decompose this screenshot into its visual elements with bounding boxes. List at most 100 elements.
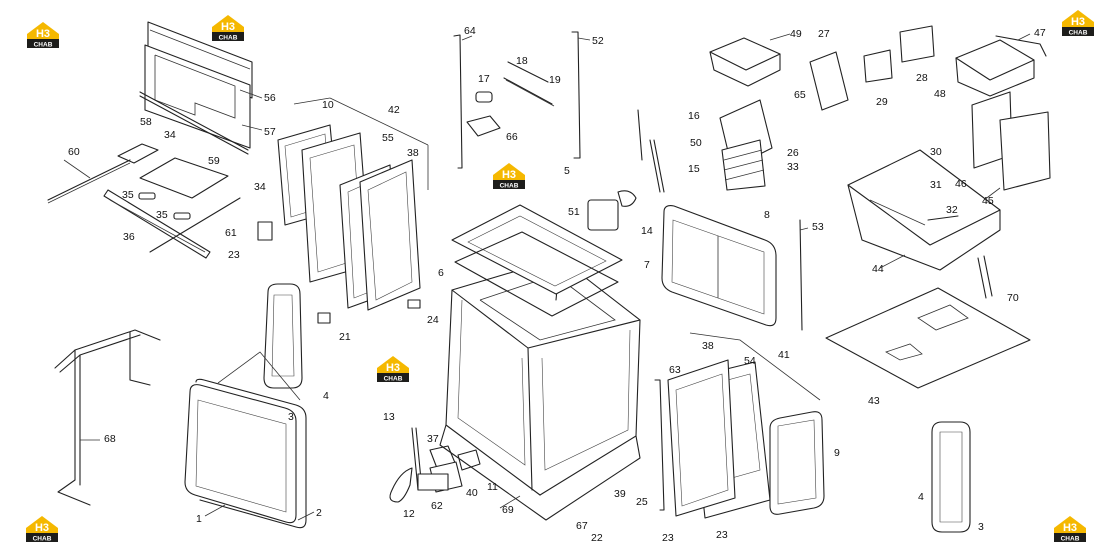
- label-24: 24: [427, 314, 439, 326]
- label-64: 64: [464, 25, 476, 37]
- label-44: 44: [872, 263, 884, 275]
- label-5: 5: [564, 165, 570, 177]
- label-12: 12: [403, 508, 415, 520]
- label-51: 51: [568, 206, 580, 218]
- label-23c: 23: [716, 529, 728, 541]
- label-16: 16: [688, 110, 700, 122]
- label-30: 30: [930, 146, 942, 158]
- label-69: 69: [502, 504, 514, 516]
- label-9: 9: [834, 447, 840, 459]
- windshield-1: [184, 384, 297, 524]
- handle-12: [389, 467, 413, 503]
- label-36: 36: [123, 231, 135, 243]
- label-54: 54: [744, 355, 756, 367]
- label-7: 7: [644, 259, 650, 271]
- label-3b: 3: [978, 521, 984, 533]
- label-37: 37: [427, 433, 439, 445]
- headliner-59: [139, 157, 229, 199]
- label-23a: 23: [228, 249, 240, 261]
- logo: [26, 516, 58, 543]
- label-25: 25: [636, 496, 648, 508]
- rod-60: [47, 159, 131, 201]
- label-41: 41: [778, 349, 790, 361]
- label-11: 11: [487, 481, 498, 493]
- logo: [1054, 516, 1086, 543]
- pillar-64: [453, 34, 463, 169]
- panel-62: [417, 473, 449, 491]
- label-33: 33: [787, 161, 799, 173]
- logo: [212, 15, 244, 42]
- label-59: 59: [208, 155, 220, 167]
- glass-9: [769, 411, 825, 515]
- bar-15: [649, 139, 661, 193]
- label-65: 65: [794, 89, 806, 101]
- label-35a: 35: [122, 189, 134, 201]
- label-14: 14: [641, 225, 653, 237]
- label-47: 47: [1034, 27, 1046, 39]
- label-52: 52: [592, 35, 604, 47]
- floor-44: [847, 149, 1001, 271]
- leader-lines: [63, 33, 1031, 521]
- label-31: 31: [930, 179, 942, 191]
- label-21: 21: [339, 331, 351, 343]
- door-window-7: [661, 205, 777, 327]
- clip-35a: [138, 192, 156, 200]
- label-68: 68: [104, 433, 116, 445]
- label-27: 27: [818, 28, 830, 40]
- part-11: [457, 449, 481, 471]
- label-70: 70: [1007, 292, 1019, 304]
- latch-23a: [257, 221, 273, 241]
- logo: [377, 356, 409, 383]
- label-2: 2: [316, 507, 322, 519]
- pillar-53: [799, 219, 803, 331]
- part-labels: 1 2 3 3 4 4 5 6 7 8 9 10 11 12 13 14 15 …: [68, 25, 1046, 544]
- label-43: 43: [868, 395, 880, 407]
- label-3: 3: [288, 411, 294, 423]
- unit-51: [587, 199, 619, 231]
- label-6: 6: [438, 267, 444, 279]
- label-26: 26: [787, 147, 799, 159]
- cup-29: [863, 49, 893, 83]
- label-48: 48: [934, 88, 946, 100]
- wiper-arm-18: [507, 61, 549, 83]
- cab-frame-69: [439, 257, 641, 521]
- box-27: [809, 51, 849, 111]
- logo: [493, 163, 525, 190]
- label-15: 15: [688, 163, 700, 175]
- label-17: 17: [478, 73, 490, 85]
- label-19: 19: [549, 74, 561, 86]
- label-38a: 38: [407, 147, 419, 159]
- latch-21: [317, 312, 331, 324]
- label-60: 60: [68, 146, 80, 158]
- label-8: 8: [764, 209, 770, 221]
- label-50: 50: [690, 137, 702, 149]
- side-window-4b: [931, 421, 971, 533]
- strip-70: [977, 257, 987, 299]
- label-57: 57: [264, 126, 276, 138]
- clip-35b: [173, 212, 191, 220]
- label-4b: 4: [918, 491, 924, 503]
- label-39: 39: [614, 488, 626, 500]
- label-29: 29: [876, 96, 888, 108]
- label-34b: 34: [254, 181, 266, 193]
- label-10: 10: [322, 99, 334, 111]
- latch-24: [407, 299, 421, 309]
- label-4: 4: [323, 390, 329, 402]
- label-53: 53: [812, 221, 824, 233]
- bracket-47: [995, 35, 1047, 57]
- logo: [1062, 10, 1094, 37]
- label-45: 45: [982, 195, 994, 207]
- roof-window-6: [451, 204, 623, 317]
- label-1: 1: [196, 513, 202, 525]
- label-42: 42: [388, 104, 400, 116]
- label-38b: 38: [702, 340, 714, 352]
- wiring-harness-68: [54, 329, 161, 506]
- rail-36: [103, 189, 211, 259]
- strip-58: [139, 91, 249, 151]
- wiper-blade-19: [503, 77, 553, 105]
- box-49: [709, 37, 781, 71]
- label-63: 63: [669, 364, 681, 376]
- housing-48: [955, 39, 1035, 81]
- cup-28: [899, 25, 935, 63]
